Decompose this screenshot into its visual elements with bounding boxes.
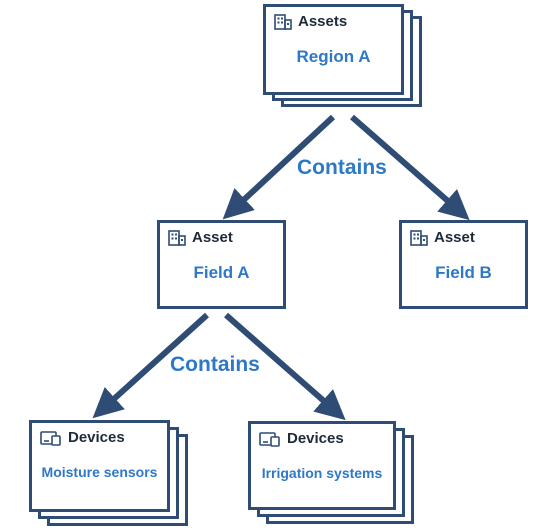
node-type-label: Assets <box>298 13 348 30</box>
node-card: Devices Irrigation systems <box>248 421 396 510</box>
device-icon <box>259 431 281 447</box>
node-name: Region A <box>296 47 371 66</box>
node-type-label: Asset <box>192 229 233 246</box>
building-icon <box>410 229 428 246</box>
arrow-field-a-to-moisture <box>92 312 210 419</box>
arrow-region-a-to-field-a <box>222 114 336 220</box>
building-icon <box>168 229 186 246</box>
node-name: Field B <box>435 263 492 282</box>
relation-label-bottom: Contains <box>170 353 260 376</box>
node-card: Assets Region A <box>263 4 404 95</box>
arrow-field-a-to-irrigation <box>224 312 346 421</box>
node-field-b: Asset Field B <box>399 220 528 309</box>
node-card: Devices Moisture sensors <box>29 420 170 512</box>
node-type-label: Devices <box>287 430 344 447</box>
node-name: Field A <box>193 263 250 282</box>
relation-label-top: Contains <box>297 156 387 179</box>
node-type-label: Asset <box>434 229 475 246</box>
device-icon <box>40 430 62 446</box>
node-name: Irrigation systems <box>261 465 383 481</box>
arrow-region-a-to-field-b <box>350 114 470 221</box>
node-field-a: Asset Field A <box>157 220 286 309</box>
node-name: Moisture sensors <box>41 464 158 480</box>
building-icon <box>274 13 292 30</box>
node-type-label: Devices <box>68 429 125 446</box>
